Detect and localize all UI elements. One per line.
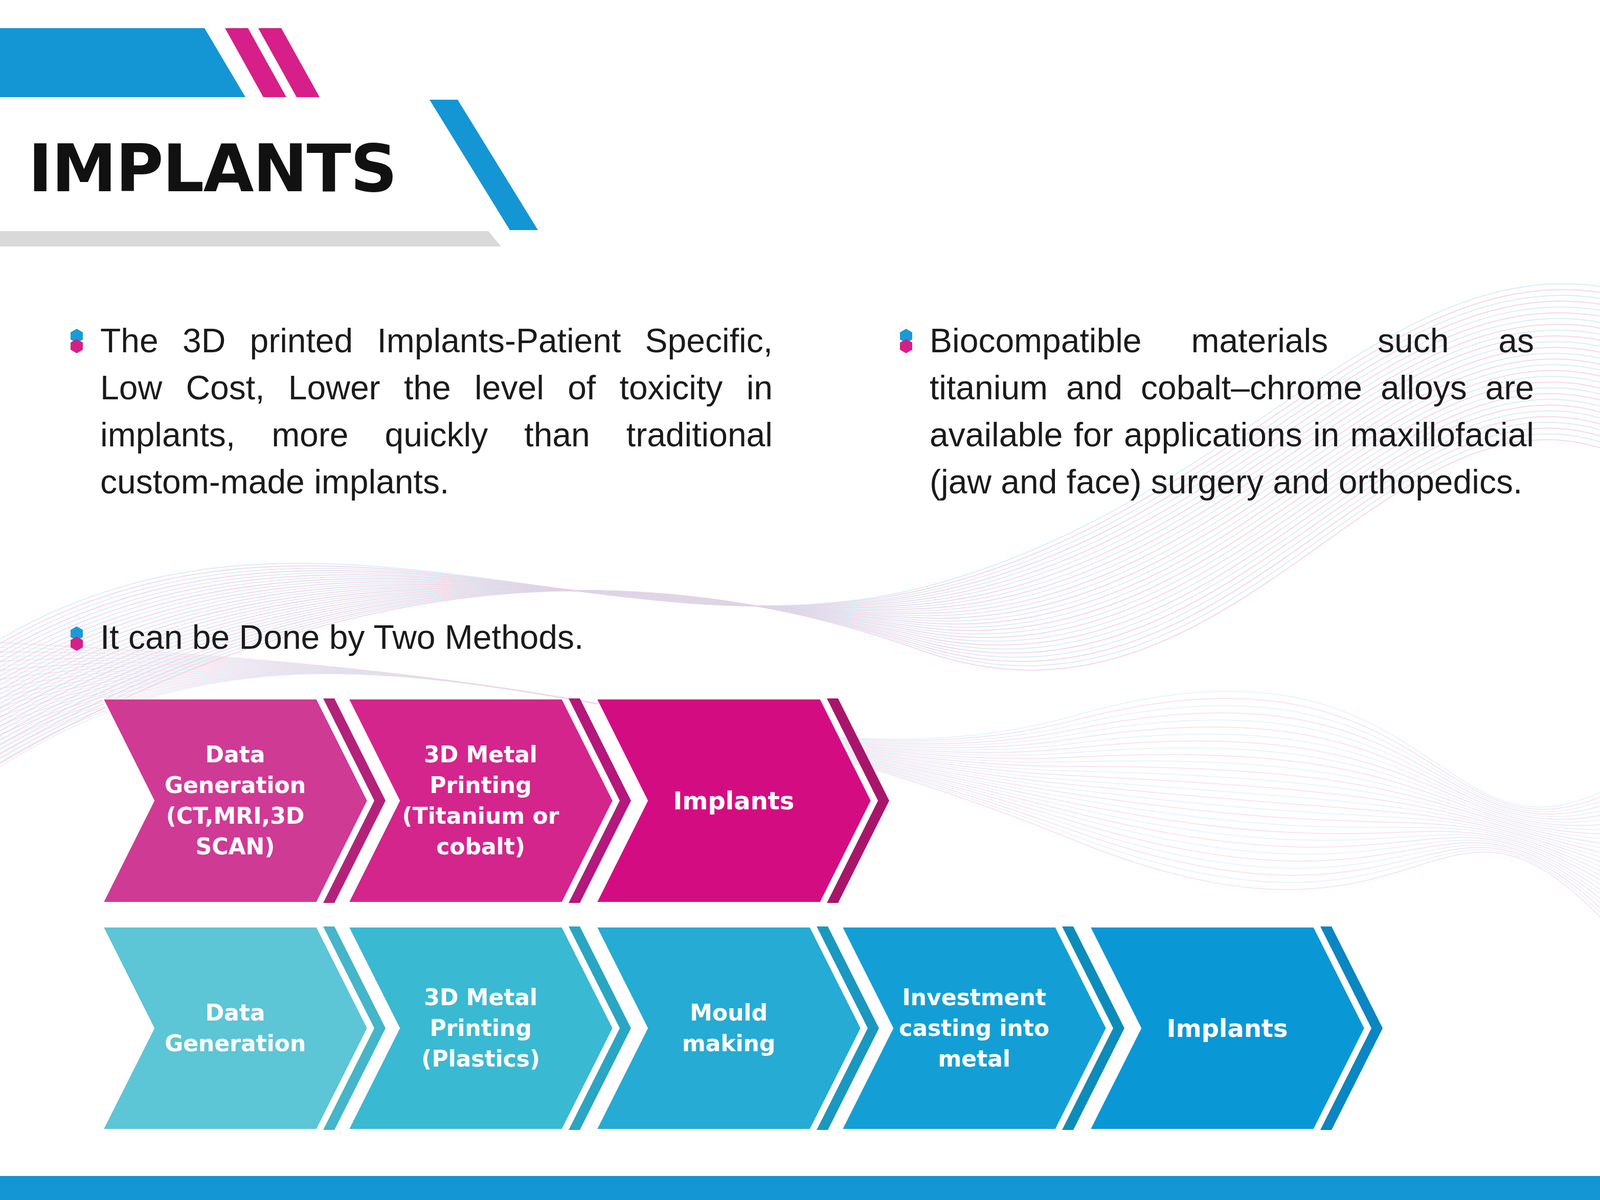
- chevron-step: Mould making: [595, 926, 883, 1131]
- chevron-shape: [102, 926, 389, 1131]
- header-stripe: [258, 28, 320, 98]
- chevron-step: 3D Metal Printing (Titanium or cobalt): [347, 698, 635, 904]
- chevron-shape: [595, 926, 883, 1131]
- chevron-shape: [347, 698, 635, 904]
- wave-lines: [0, 283, 1600, 917]
- step-label: Data Generation (CT,MRI,3D SCAN): [148, 739, 323, 863]
- step-label: Implants: [673, 783, 795, 818]
- step-text-area: 3D Metal Printing (Titanium or cobalt): [393, 708, 568, 893]
- bullet-text: The 3D printed Implants-Patient Specific…: [100, 317, 773, 506]
- slide-title: IMPLANTS: [28, 130, 397, 207]
- bullet-text: Biocompatible materials such as titanium…: [929, 317, 1535, 506]
- step-label: 3D Metal Printing (Plastics): [393, 982, 568, 1075]
- step-label: Data Generation: [148, 997, 323, 1059]
- chevron-shape: [102, 698, 389, 904]
- step-text-area: Investment casting into metal: [887, 936, 1062, 1120]
- step-text-area: Data Generation (CT,MRI,3D SCAN): [148, 708, 323, 893]
- chevron-step: 3D Metal Printing (Plastics): [347, 926, 635, 1131]
- step-label: 3D Metal Printing (Titanium or cobalt): [393, 739, 568, 863]
- step-label: Implants: [1166, 1011, 1289, 1046]
- step-text-area: Implants: [641, 708, 826, 893]
- step-label: Mould making: [641, 997, 816, 1059]
- title-slash: [429, 99, 538, 231]
- step-text-area: Data Generation: [148, 936, 323, 1120]
- chevron-step: Data Generation: [102, 926, 389, 1131]
- bullet-marker: [899, 339, 913, 354]
- bullet-text: It can be Done by Two Methods.: [100, 613, 817, 661]
- step-text-area: Implants: [1135, 936, 1320, 1120]
- header-bar: [0, 28, 246, 98]
- step-text-area: 3D Metal Printing (Plastics): [393, 936, 568, 1120]
- chevron-step: Implants: [595, 698, 893, 904]
- chevron-step: Implants: [1089, 926, 1386, 1131]
- chevron-step: Investment casting into metal: [841, 926, 1128, 1131]
- chevron-step: Data Generation (CT,MRI,3D SCAN): [102, 698, 389, 904]
- title-underline: [0, 231, 502, 247]
- bullet-marker: [70, 339, 83, 354]
- step-text-area: Mould making: [641, 936, 816, 1120]
- bullet-marker: [70, 636, 83, 651]
- step-label: Investment casting into metal: [887, 982, 1062, 1075]
- footer-bar: [0, 1176, 1600, 1200]
